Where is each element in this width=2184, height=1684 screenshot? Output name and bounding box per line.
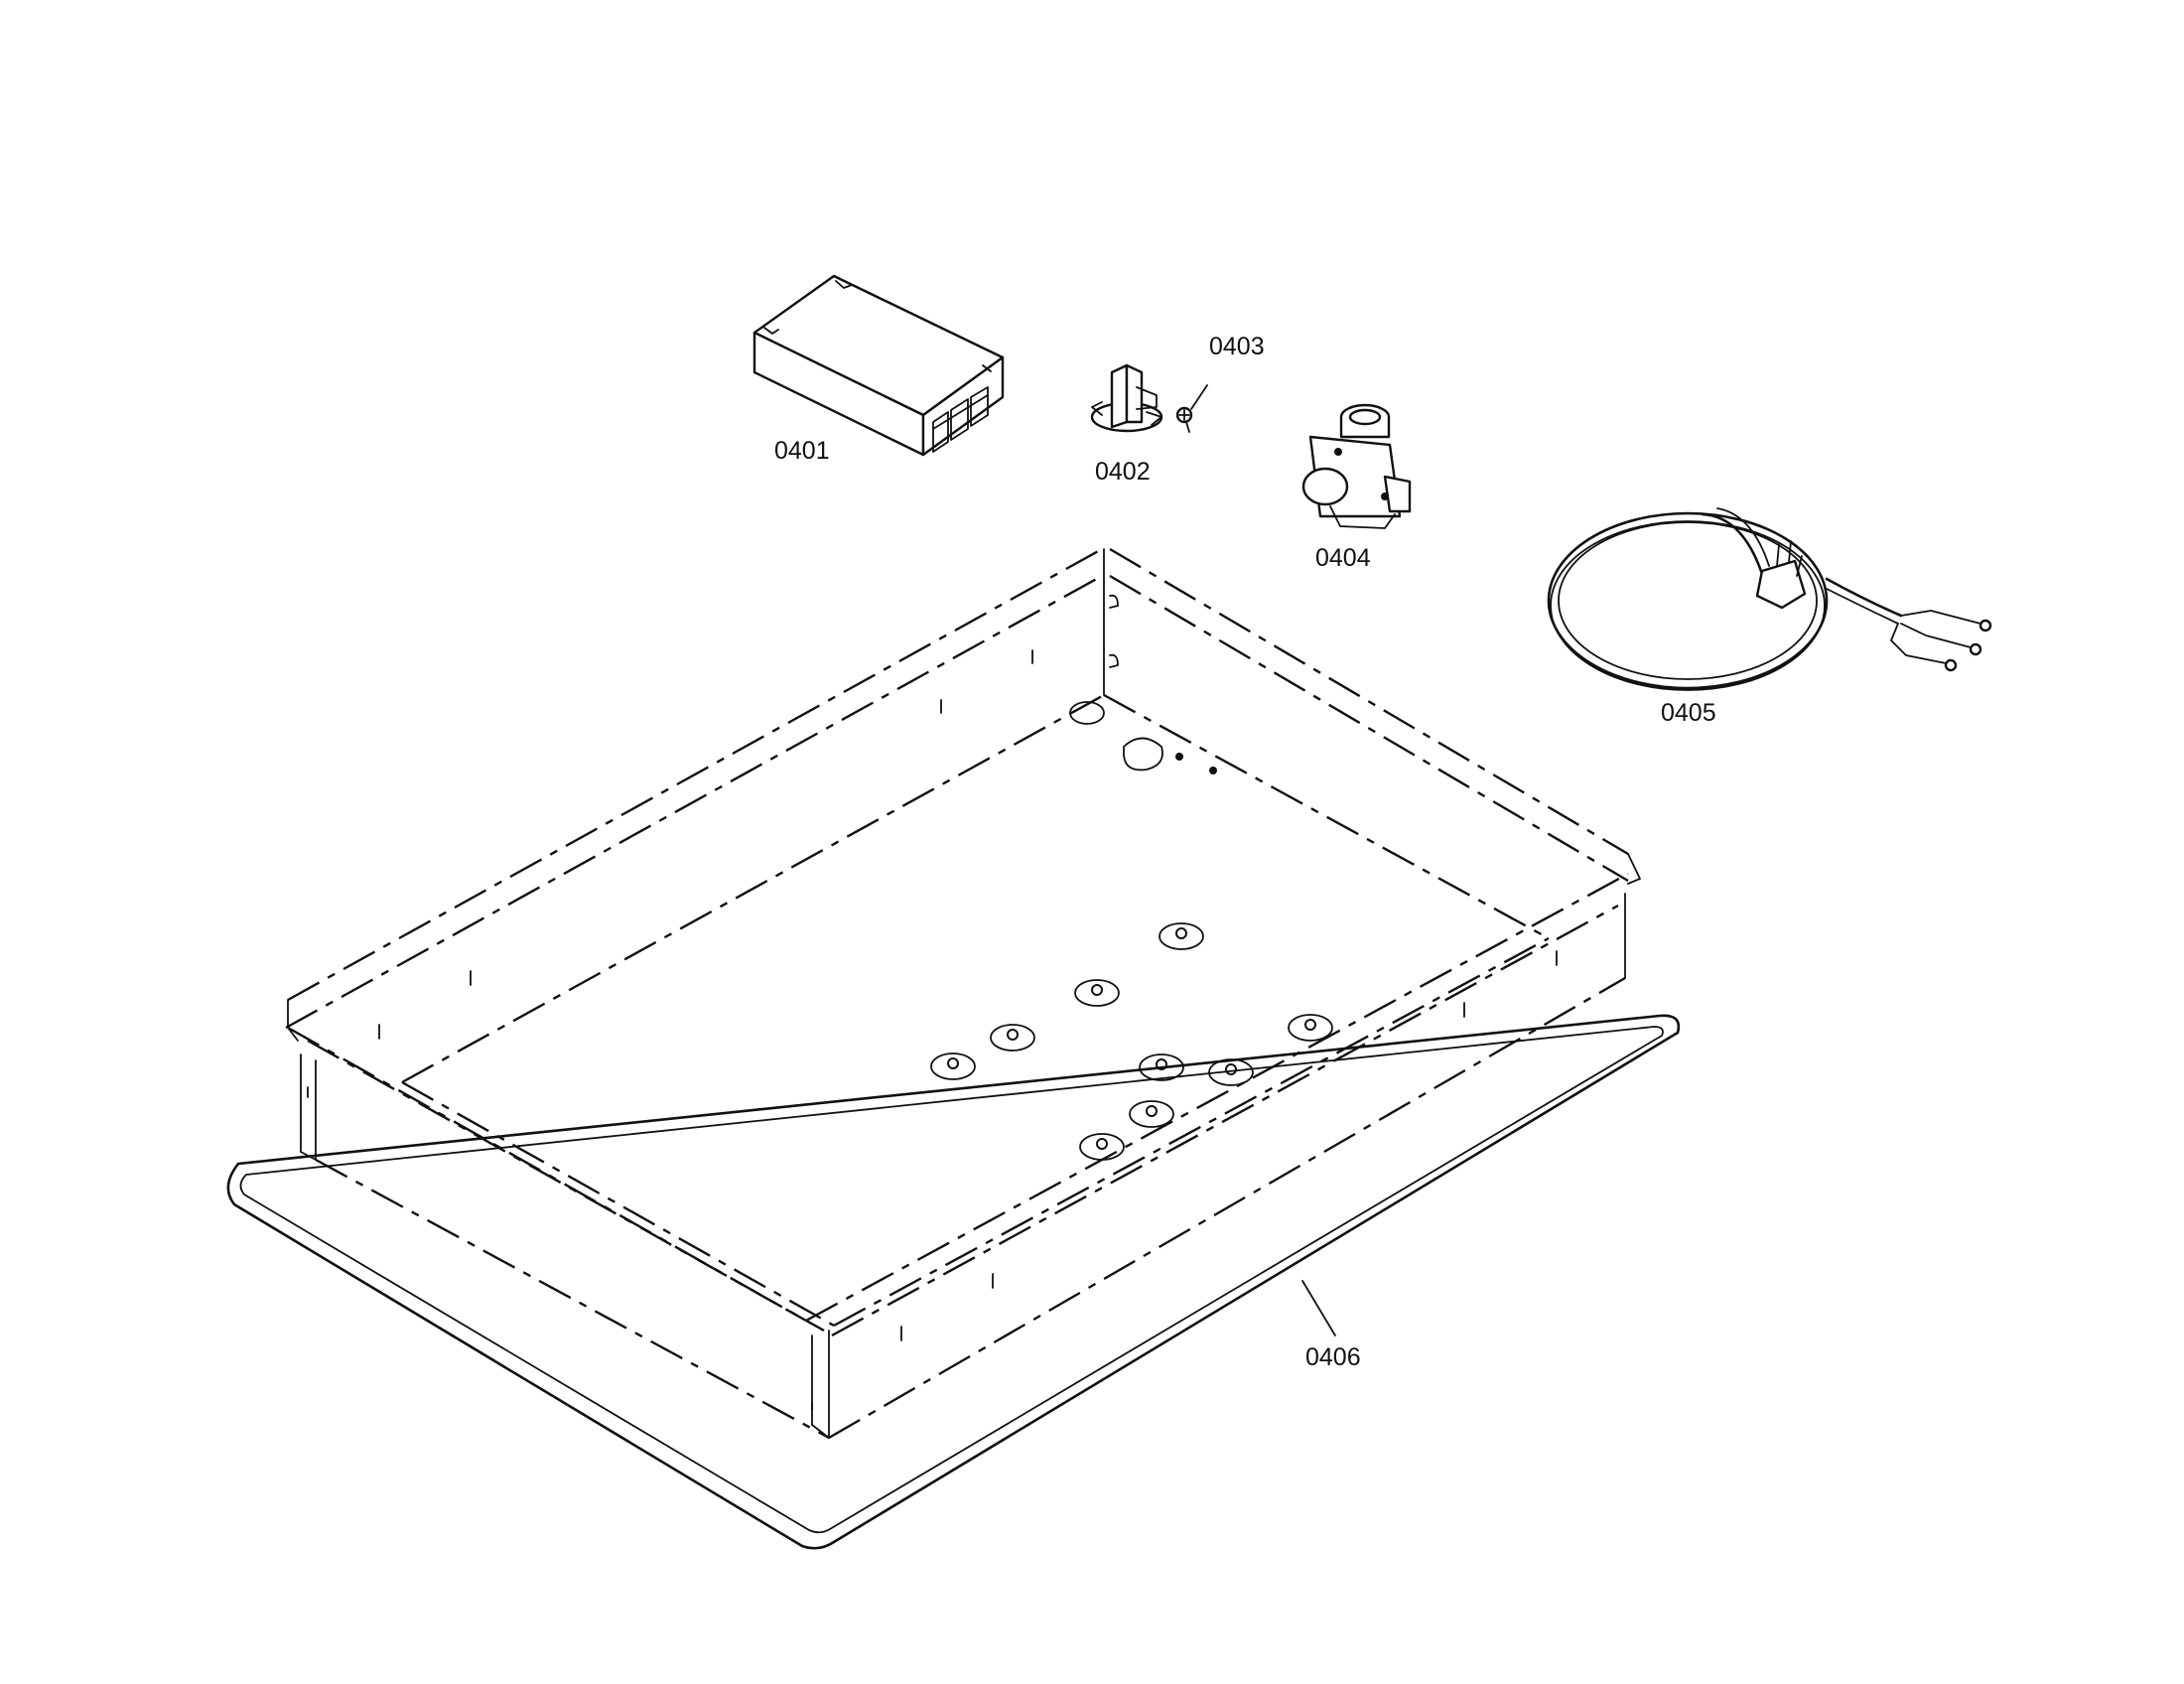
- part-0405-power-cord: [1547, 507, 1992, 691]
- label-0404: 0404: [1315, 544, 1371, 572]
- label-0403: 0403: [1209, 333, 1265, 360]
- cooktop-housing-tray: [285, 547, 1641, 1440]
- label-0402: 0402: [1095, 458, 1151, 486]
- label-0406: 0406: [1305, 1343, 1361, 1371]
- part-0401-spark-module-box: [752, 274, 1005, 457]
- label-0401: 0401: [774, 437, 830, 465]
- label-0405: 0405: [1661, 699, 1716, 727]
- part-0404-gas-regulator: [1301, 403, 1412, 529]
- part-0403-screw: [1175, 384, 1208, 433]
- part-0402-ignition-switch: [1090, 363, 1163, 433]
- part-0406-frame-seal: [226, 1014, 1681, 1550]
- burner-ports: [930, 922, 1333, 1161]
